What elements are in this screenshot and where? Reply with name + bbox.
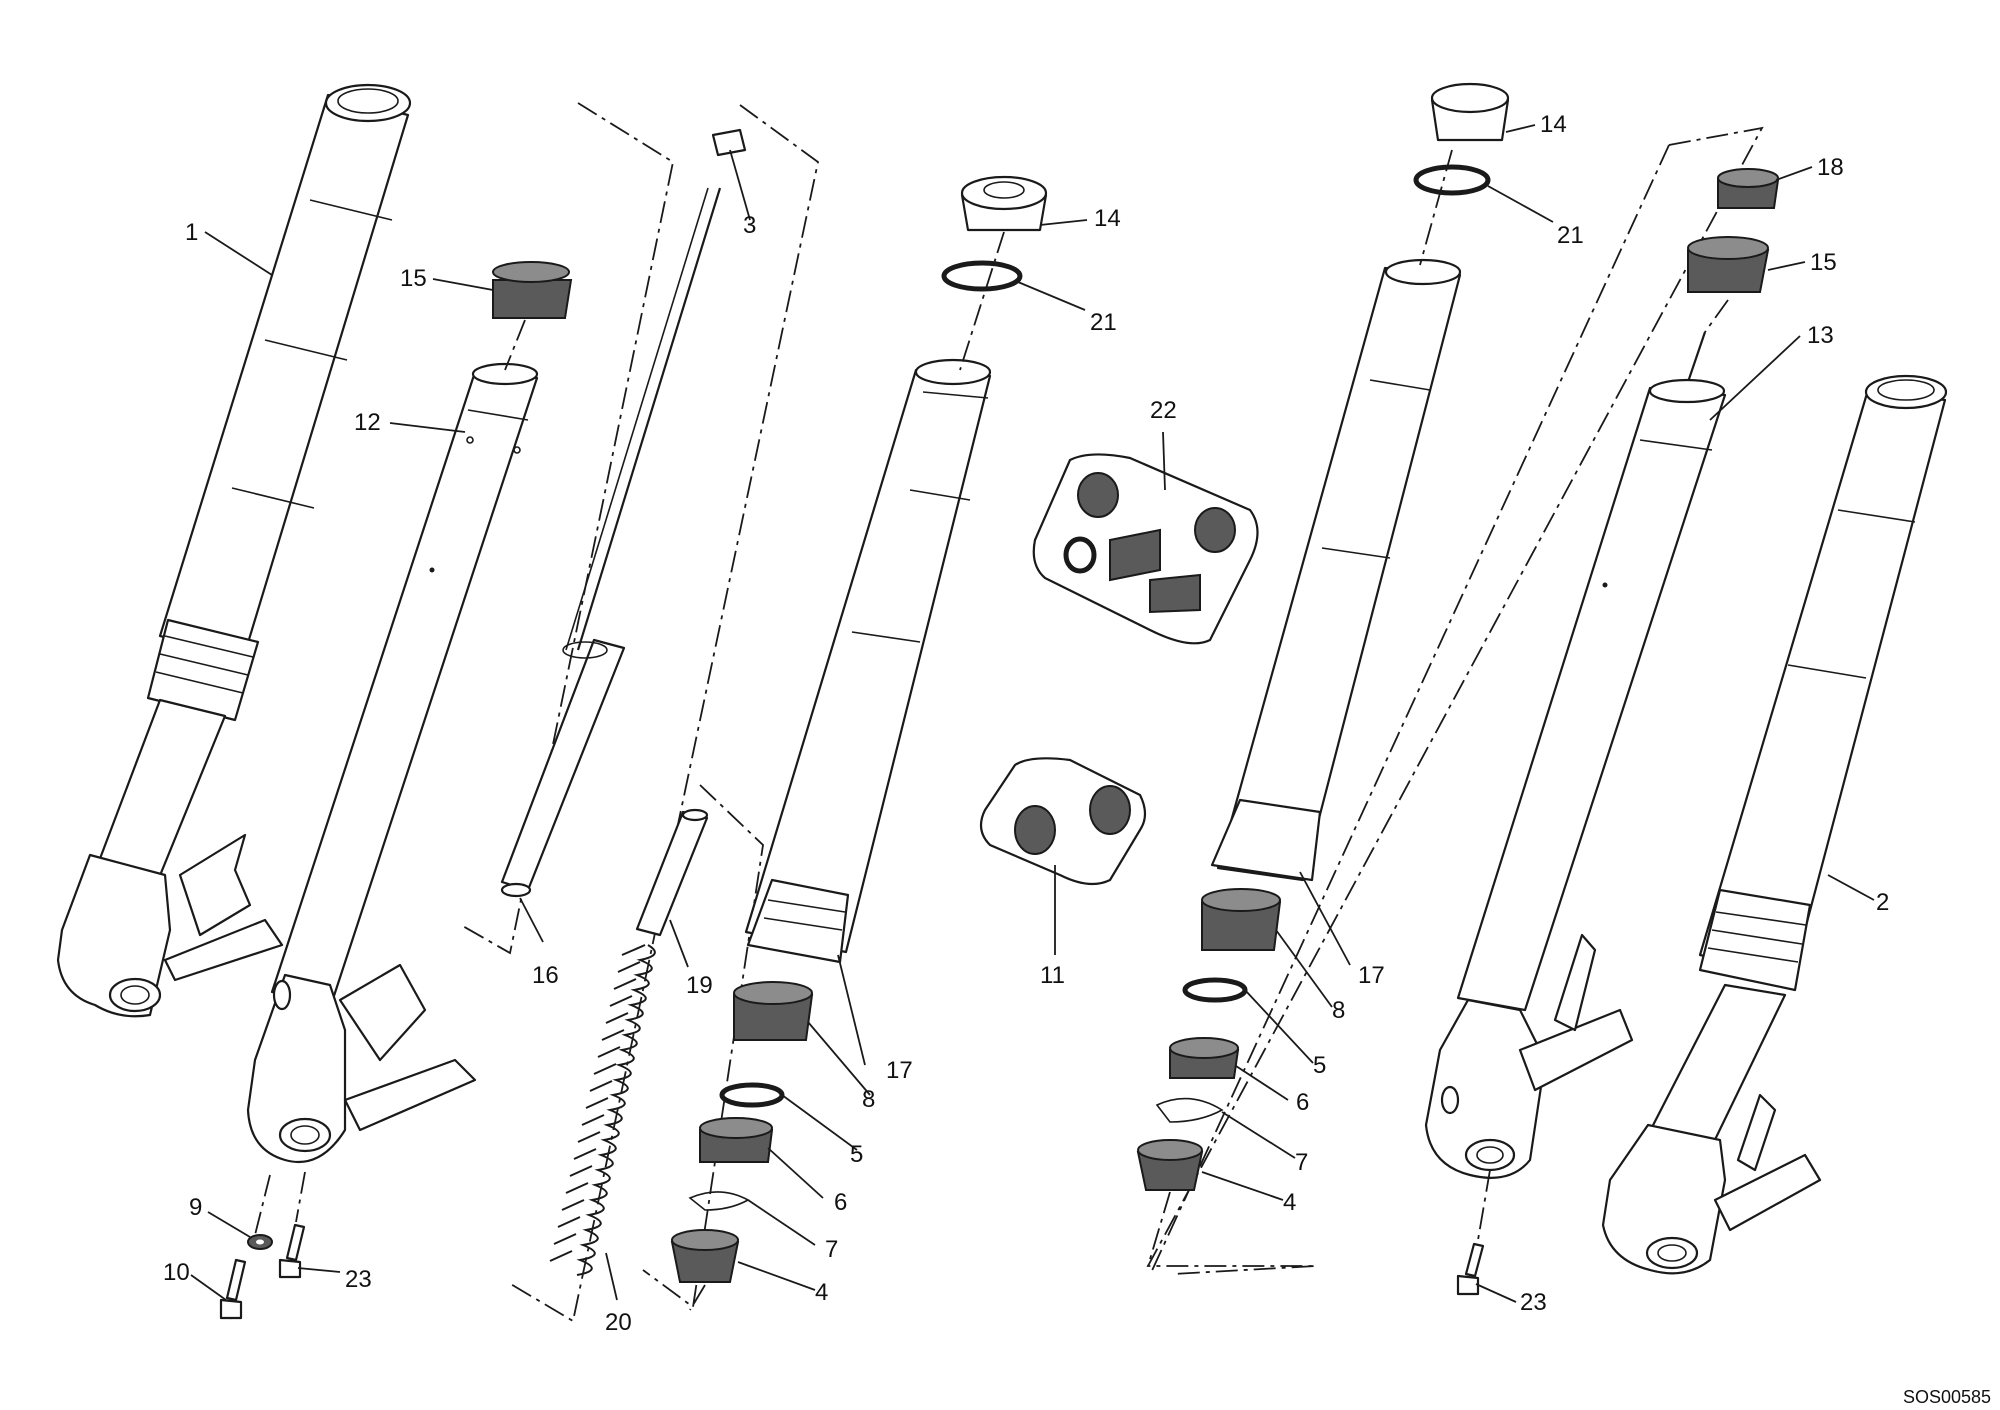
inner-tube-left — [270, 362, 539, 1010]
spacer-bushing-15-right — [1687, 236, 1770, 293]
axle-foot-left — [246, 963, 477, 1164]
callout-7a: 7 — [825, 1236, 838, 1263]
callout-19: 19 — [686, 972, 713, 999]
callout-5b: 5 — [1313, 1052, 1326, 1079]
bolt-10 — [219, 1258, 247, 1320]
callout-11: 11 — [1040, 962, 1065, 989]
oil-seal-6-right — [1169, 1037, 1240, 1079]
oil-seal-6-center — [699, 1117, 774, 1163]
callout-20: 20 — [605, 1309, 632, 1336]
fork-leg-right-complete — [1601, 374, 1948, 1275]
callout-17b: 17 — [1358, 962, 1385, 989]
callout-23b: 23 — [1520, 1289, 1547, 1316]
callout-14a: 14 — [1094, 205, 1121, 232]
callout-16: 16 — [532, 962, 559, 989]
clip-7-right — [1155, 1097, 1224, 1123]
callout-13: 13 — [1807, 322, 1834, 349]
callout-23a: 23 — [345, 1266, 372, 1293]
inner-tube-right — [1456, 331, 1727, 1012]
callout-21a: 21 — [1090, 309, 1117, 336]
top-cap-center — [960, 175, 1048, 232]
callout-2: 2 — [1876, 889, 1889, 916]
outer-tube-right — [1210, 258, 1462, 882]
spacer-18-right — [1717, 168, 1780, 209]
bolt-23-left — [278, 1223, 306, 1279]
o-ring-center — [941, 260, 1023, 292]
cap-nut — [711, 128, 747, 157]
leader-lines — [190, 124, 1875, 1303]
callout-4a: 4 — [815, 1279, 828, 1306]
callout-22: 22 — [1150, 397, 1177, 424]
washer-5-right — [1182, 977, 1248, 1003]
callout-18: 18 — [1817, 154, 1844, 181]
callout-3: 3 — [743, 212, 756, 239]
seal-kit-22 — [1032, 453, 1259, 645]
drawing-code: SOS00585 — [1903, 1387, 1991, 1407]
callout-9: 9 — [189, 1194, 202, 1221]
o-ring-right — [1413, 164, 1491, 196]
bushing-8-center — [733, 981, 814, 1041]
callout-15b: 15 — [1810, 249, 1837, 276]
callout-21b: 21 — [1557, 222, 1584, 249]
callout-5a: 5 — [850, 1141, 863, 1168]
assembly-axes — [254, 149, 1729, 1311]
bushing-8-right — [1201, 888, 1282, 951]
dust-seal-4-center — [670, 1229, 740, 1283]
callout-8a: 8 — [862, 1086, 875, 1113]
top-cap-right — [1430, 82, 1510, 142]
axle-foot-right — [1424, 933, 1634, 1179]
fork-spring — [549, 944, 656, 1276]
outer-tube-center — [744, 358, 992, 964]
callout-7b: 7 — [1295, 1149, 1308, 1176]
callouts: 1 2 3 4 4 5 5 6 6 7 7 8 8 9 10 11 12 13 … — [163, 111, 1889, 1336]
callout-6a: 6 — [834, 1189, 847, 1216]
callout-10: 10 — [163, 1259, 190, 1286]
callout-17a: 17 — [886, 1057, 913, 1084]
damper-tube-small — [635, 808, 709, 937]
washer-5-center — [719, 1082, 785, 1108]
callout-12: 12 — [354, 409, 381, 436]
seal-kit-11 — [979, 757, 1147, 886]
clip-7-center — [688, 1191, 750, 1211]
callout-14b: 14 — [1540, 111, 1567, 138]
fork-leg-left-complete — [56, 83, 412, 1018]
bolt-23-right — [1456, 1242, 1485, 1296]
callout-6b: 6 — [1296, 1089, 1309, 1116]
spacer-bushing-left — [492, 261, 573, 319]
callout-8b: 8 — [1332, 997, 1345, 1024]
callout-15a: 15 — [400, 265, 427, 292]
dust-seal-4-right — [1136, 1139, 1204, 1191]
damper-rod-foot — [500, 882, 532, 898]
callout-4b: 4 — [1283, 1189, 1296, 1216]
washer-9 — [247, 1234, 273, 1250]
callout-1: 1 — [185, 219, 198, 246]
